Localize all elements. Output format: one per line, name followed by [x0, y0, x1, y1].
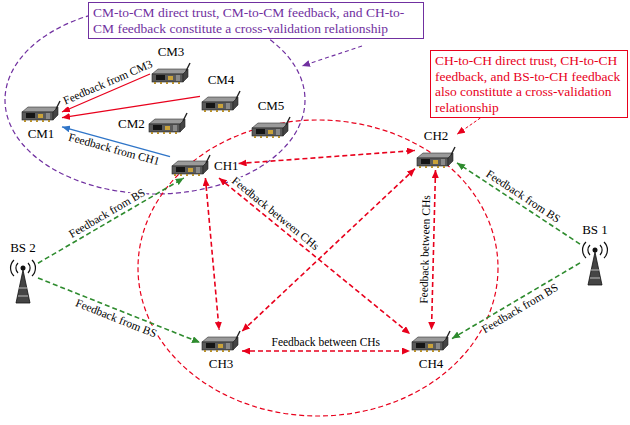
ch-ellipse	[138, 120, 498, 416]
node-label: CH4	[419, 356, 444, 372]
sensor-icon	[410, 330, 452, 354]
node-label: BS 2	[10, 240, 36, 256]
connector	[239, 151, 415, 164]
callout-box: CM-to-CM direct trust, CM-to-CM feedback…	[88, 2, 424, 39]
connector	[219, 178, 410, 334]
callout-text: CM-to-CM direct trust, CM-to-CM feedback…	[93, 5, 419, 36]
base-station-icon	[580, 240, 610, 286]
base-station-icon	[8, 258, 38, 304]
sensor-icon	[147, 112, 189, 136]
connector	[457, 163, 580, 244]
sensor-node: CM1	[20, 100, 62, 142]
sensor-icon	[20, 100, 62, 124]
callout-leader	[302, 46, 362, 66]
sensor-icon	[200, 330, 242, 354]
edge-label: Feedback between CHs	[229, 174, 323, 254]
callout-text: CH-to-CH direct trust, CH-to-CH feedback…	[435, 53, 623, 115]
sensor-icon	[150, 62, 192, 86]
edge-label: Feedback from BS	[479, 280, 562, 336]
base-station: BS 2	[8, 240, 38, 304]
node-label: CH1	[214, 158, 239, 174]
node-label: CM4	[208, 72, 235, 88]
node-label: CH2	[424, 128, 449, 144]
connector	[38, 178, 184, 263]
sensor-node: CH2	[415, 128, 457, 170]
connector	[457, 118, 480, 134]
node-label: CM2	[118, 116, 145, 132]
sensor-icon	[170, 154, 212, 178]
sensor-node: CH4	[410, 330, 452, 372]
callout-box: CH-to-CH direct trust, CH-to-CH feedback…	[430, 50, 628, 118]
edge-label: Feedback from BS	[73, 296, 160, 341]
sensor-node: CH1	[170, 154, 239, 178]
edge-label: Feedback from CH1	[66, 131, 162, 169]
sensor-node: CM3	[150, 44, 192, 86]
sensor-node: CM5	[250, 98, 292, 140]
sensor-node: CM4	[200, 72, 242, 114]
node-label: CM1	[28, 126, 55, 142]
edge-label: Feedback between CHs	[271, 336, 382, 349]
connector	[452, 263, 580, 339]
sensor-node: CH3	[200, 330, 242, 372]
node-label: CH3	[209, 356, 234, 372]
connector	[242, 350, 410, 352]
connector	[242, 169, 415, 332]
connector	[205, 178, 219, 330]
connector	[38, 278, 200, 343]
sensor-node: CM2	[118, 112, 189, 136]
sensor-icon	[250, 116, 292, 140]
sensor-icon	[415, 146, 457, 170]
edge-label: Feedback from CM3	[61, 57, 156, 108]
edge-label: Feedback from BS	[483, 167, 564, 226]
node-label: CM5	[258, 98, 285, 114]
node-label: CM3	[158, 44, 185, 60]
node-label: BS 1	[582, 222, 608, 238]
base-station: BS 1	[580, 222, 610, 286]
sensor-icon	[200, 90, 242, 114]
edge-label: Feedback from BS	[65, 185, 148, 241]
edge-label: Feedback between CHs	[417, 194, 433, 305]
